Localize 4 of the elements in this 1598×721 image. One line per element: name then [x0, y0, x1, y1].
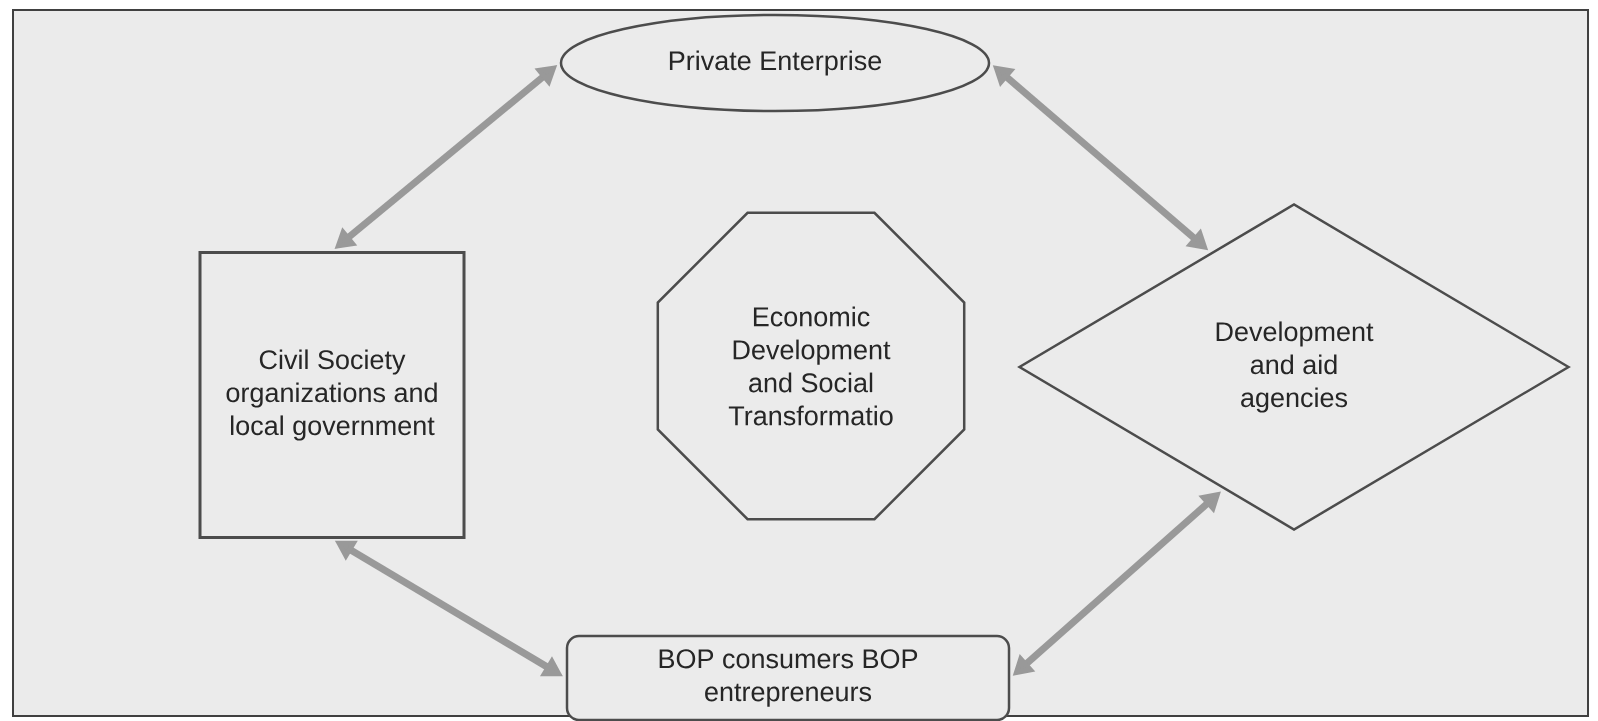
octagon-node: Economic Development and Social Transformatio	[656, 211, 966, 521]
ellipse-node: Private Enterprise	[559, 13, 991, 113]
rounded-box-node: BOP consumers BOP entrepreneurs	[565, 634, 1011, 721]
rectangle-node: Civil Society organizations and local government	[198, 251, 466, 539]
